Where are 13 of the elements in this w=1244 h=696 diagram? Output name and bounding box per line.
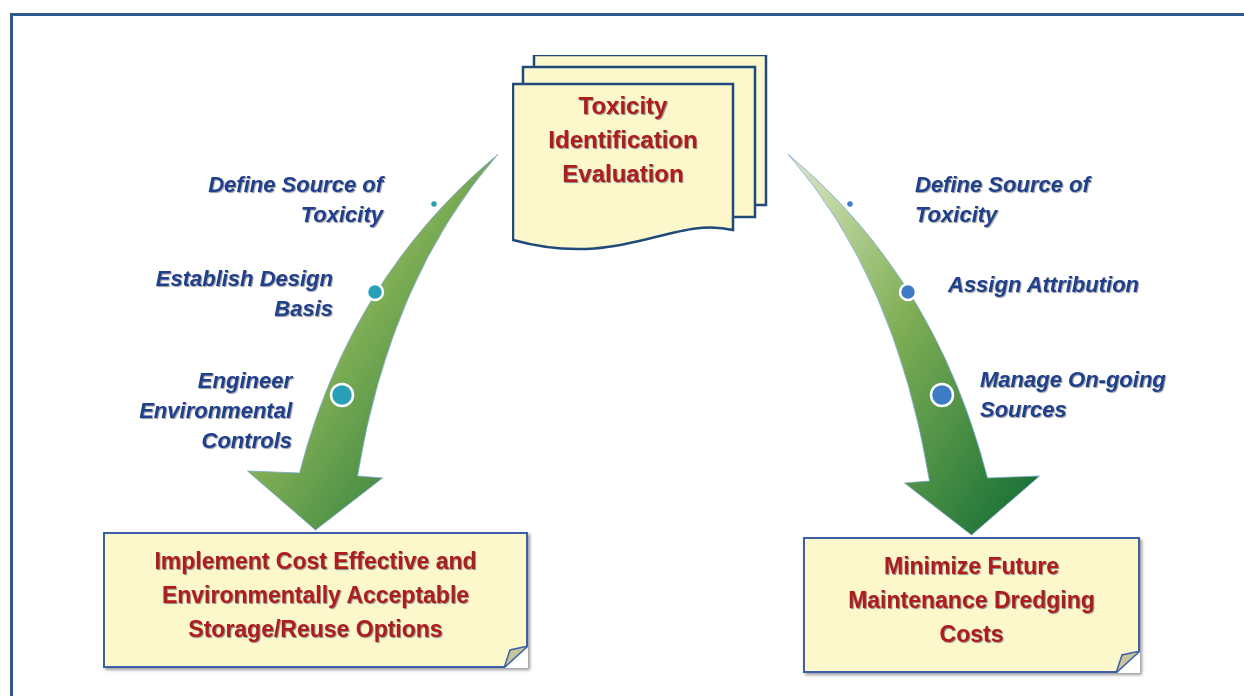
node-title: Minimize Future Maintenance Dredging Costs xyxy=(847,552,1096,649)
step-label: Manage On-going Sources xyxy=(980,366,1167,424)
curved-arrow xyxy=(787,153,1040,536)
step-label: Assign Attribution xyxy=(948,271,1141,299)
step-label: Establish Design Basis xyxy=(154,265,333,323)
step-label: Define Source of Toxicity xyxy=(915,171,1093,229)
step-label: Define Source of Toxicity xyxy=(207,171,383,229)
step-label: Engineer Environmental Controls xyxy=(138,367,292,455)
node-title: Toxicity Identification Evaluation xyxy=(547,91,699,189)
note-box xyxy=(103,532,528,668)
note-box xyxy=(803,537,1140,673)
curved-arrow xyxy=(247,153,499,531)
node-title: Implement Cost Effective and Environmentally Acceptable Storage/Reuse Options xyxy=(153,547,478,644)
